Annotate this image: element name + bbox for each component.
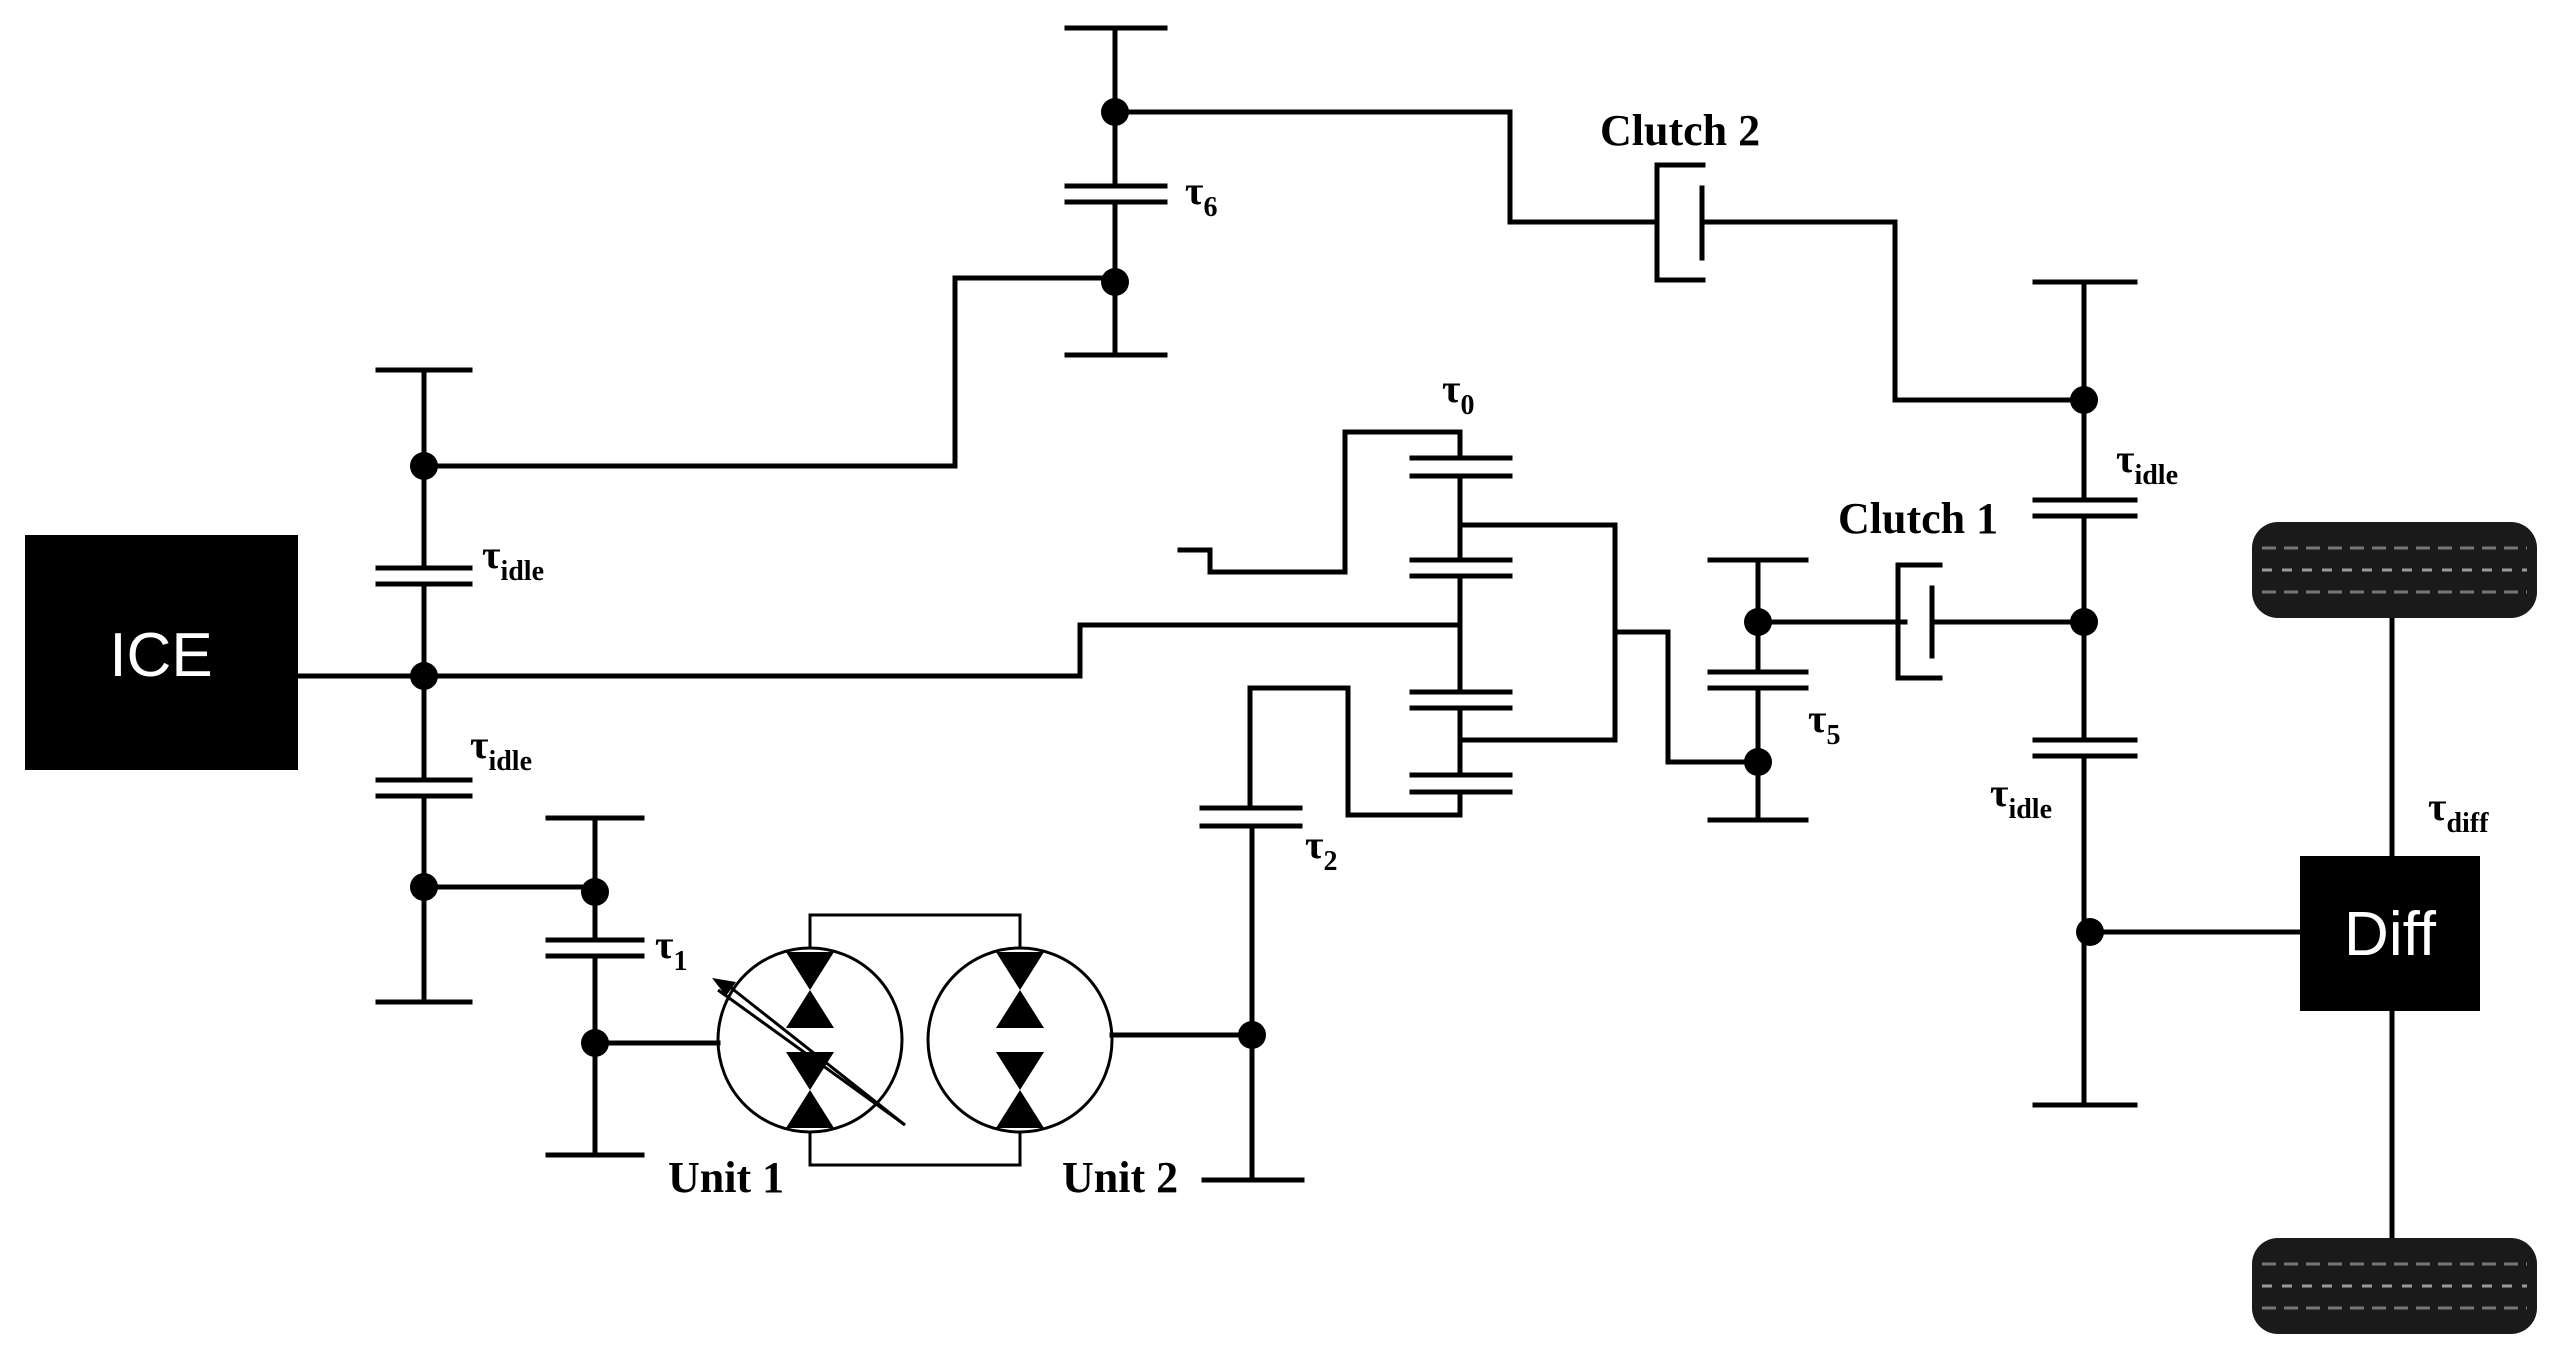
tau2-gear-stack xyxy=(1199,805,1305,1183)
tau-idle-label-4: τidle xyxy=(1990,770,2052,825)
shaft-to-tau6 xyxy=(421,275,1118,469)
clutch1-label: Clutch 1 xyxy=(1838,494,1998,543)
unit1-label: Unit 1 xyxy=(668,1153,784,1202)
hydraulic-line-bottom xyxy=(808,1132,1022,1167)
hydraulic-unit-2 xyxy=(926,946,1255,1134)
ice-label: ICE xyxy=(109,621,212,690)
hydraulic-line-top xyxy=(808,913,1022,948)
input-shaft xyxy=(295,622,1463,679)
diff-block: Diff xyxy=(2300,856,2480,1011)
diff-label: Diff xyxy=(2344,900,2437,969)
clutch2-label: Clutch 2 xyxy=(1600,106,1760,155)
clutch1 xyxy=(1755,562,2087,681)
tau-idle-label-1: τidle xyxy=(482,532,544,587)
hydraulic-unit-1 xyxy=(712,946,906,1134)
tau6-gear-stack xyxy=(1064,25,1168,358)
tau2-label: τ2 xyxy=(1305,822,1337,877)
unit2-label: Unit 2 xyxy=(1062,1153,1178,1202)
right-gear-stack xyxy=(2032,279,2138,1108)
ice-block: ICE xyxy=(25,535,298,770)
tau0-label: τ0 xyxy=(1442,366,1474,421)
planetary-gear-set xyxy=(1177,429,1761,818)
tau-idle-label-3: τidle xyxy=(2116,436,2178,491)
tau6-label: τ6 xyxy=(1185,168,1217,223)
shaft-to-clutch2 xyxy=(1112,109,1658,225)
tau-idle-label-2: τidle xyxy=(470,722,532,777)
tau5-label: τ5 xyxy=(1808,696,1840,751)
tau1-gear-stack xyxy=(421,815,721,1158)
tau5-gear-stack xyxy=(1707,557,1809,823)
tau-diff-label: τdiff xyxy=(2428,784,2489,839)
clutch2 xyxy=(1654,162,2087,403)
left-gear-stack xyxy=(375,367,473,1005)
wheel-rear xyxy=(2252,1238,2537,1334)
tau1-label: τ1 xyxy=(655,922,687,977)
wheel-front xyxy=(2252,522,2537,618)
